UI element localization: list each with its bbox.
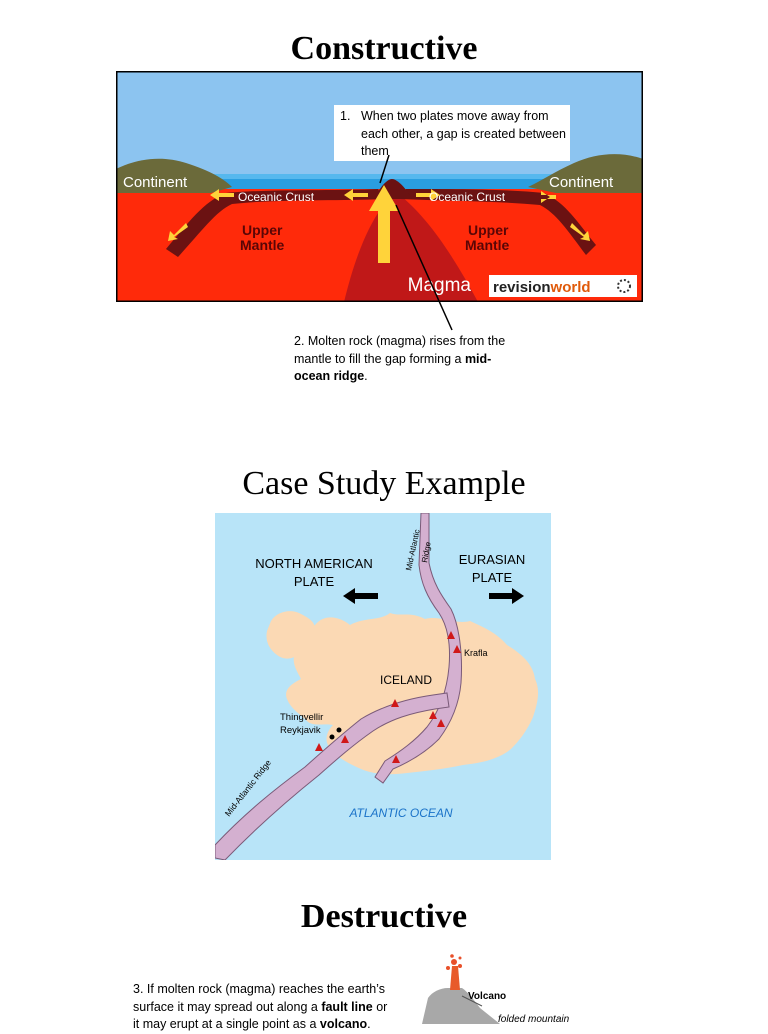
callout-3-line2-end: or <box>372 999 388 1014</box>
oceanic-crust-left <box>166 189 384 257</box>
callout-pointer-lines <box>379 154 453 331</box>
eruption-particle <box>458 956 462 960</box>
callout-3-line3-text: it may erupt at a single point as a <box>133 1017 320 1031</box>
mid-ocean-ridge-term: mid-ocean ridge <box>294 351 492 384</box>
magma-plume <box>344 196 478 302</box>
destructive-diagram: Volcano folded mountain <box>422 954 570 1024</box>
volcano-markers <box>315 631 461 763</box>
iceland-ridge-map: NORTH AMERICAN PLATE EURASIAN PLATE ICEL… <box>215 513 551 860</box>
callout-magma-surface: 3. If molten rock (magma) reaches the ea… <box>133 981 408 1034</box>
north-american-label-2: PLATE <box>294 574 335 589</box>
continent-right-label: Continent <box>549 174 614 191</box>
oceanic-crust-left-label: Oceanic Crust <box>238 190 315 204</box>
volcano-marker <box>429 711 437 719</box>
logo-revision: revision <box>493 279 551 296</box>
westfjords-land <box>266 611 315 659</box>
reykjavik-dot <box>329 734 335 740</box>
north-american-label-1: NORTH AMERICAN <box>255 556 373 571</box>
eruption-particle <box>450 954 454 958</box>
callout-3-line1: 3. If molten rock (magma) reaches the ea… <box>133 982 385 996</box>
ridge-top-label: Ridge <box>420 541 433 564</box>
magma-label: Magma <box>408 275 472 296</box>
arrow-west-icon <box>343 588 378 604</box>
logo-world: world <box>550 279 591 296</box>
thingvellir-label: Thingvellir <box>280 712 323 723</box>
callout-1-number: 1. <box>340 109 351 123</box>
logo-globe-icon <box>617 279 631 293</box>
eurasian-label-1: EURASIAN <box>459 552 525 567</box>
callout-3-line3-end: . <box>367 1017 371 1031</box>
constructive-heading: Constructive <box>290 30 478 67</box>
arrow-left-subduct <box>168 223 188 241</box>
eurasian-label-2: PLATE <box>472 570 513 585</box>
volcano-marker <box>315 743 323 751</box>
upper-mantle-right-line1: Upper <box>468 222 509 238</box>
crust-movement-arrows <box>168 189 590 241</box>
eruption-particle <box>458 964 462 968</box>
arrow-left-crust <box>210 189 234 201</box>
continent-left-shape <box>116 158 232 193</box>
case-study-heading: Case Study Example <box>242 465 526 502</box>
continent-right-shape <box>528 154 643 193</box>
callout-1-text: When two plates move away from each othe… <box>361 109 567 158</box>
ridge-zone-east <box>374 513 462 784</box>
arrow-right-crust <box>541 191 556 203</box>
callout-plates-move-apart: 1. When two plates move away from each o… <box>334 105 570 161</box>
volcano-cone <box>422 988 500 1024</box>
upper-mantle-left-line2: Mantle <box>240 237 285 253</box>
continent-left-label: Continent <box>123 174 188 191</box>
iceland-label: ICELAND <box>380 673 432 687</box>
ocean-surface <box>176 174 583 179</box>
thingvellir-dot <box>336 727 342 733</box>
arrow-left-ridge <box>344 189 368 201</box>
oceanic-crust-right-label: Oceanic Crust <box>429 190 506 204</box>
diagram-border <box>116 71 643 302</box>
callout-3-line2: surface it may spread out along a fault … <box>133 999 408 1017</box>
volcano-term: volcano <box>319 1017 368 1031</box>
callout-3-line3: it may erupt at a single point as a volc… <box>133 1016 408 1034</box>
destructive-heading: Destructive <box>300 898 468 935</box>
magma-up-arrow <box>369 185 399 263</box>
arrow-right-subduct <box>570 223 590 241</box>
upper-mantle-left-line1: Upper <box>242 222 283 238</box>
folded-mountain-pointer <box>461 995 483 1007</box>
oceanic-crust-right <box>400 189 596 255</box>
callout-2-end: . <box>364 369 368 383</box>
volcano-marker <box>341 735 349 743</box>
ridge-zone-southwest <box>215 692 450 860</box>
atlantic-ocean-label: ATLANTIC OCEAN <box>348 806 452 820</box>
volcano-marker <box>391 699 399 707</box>
fault-line-term: fault line <box>321 999 373 1014</box>
eruption-particle <box>446 966 450 970</box>
callout-2-text: 2. Molten rock (magma) rises from the ma… <box>294 334 506 366</box>
volcano-marker <box>453 645 461 653</box>
callout-magma-rises: 2. Molten rock (magma) rises from the ma… <box>294 333 509 386</box>
callout-3-line2-text: surface it may spread out along a <box>133 999 322 1014</box>
volcano-vent <box>450 966 460 990</box>
arrow-east-icon <box>489 588 524 604</box>
volcano-marker <box>447 631 455 639</box>
reykjavik-label: Reykjavik <box>280 725 321 736</box>
krafla-label: Krafla <box>464 648 488 658</box>
upper-mantle-right-line2: Mantle <box>465 237 510 253</box>
folded-mountain-label: folded mountain <box>498 1014 570 1024</box>
volcano-diagram-label: Volcano <box>468 991 506 1002</box>
revisionworld-logo-box <box>489 275 637 297</box>
volcano-marker <box>437 719 445 727</box>
eruption-particle <box>451 959 457 965</box>
volcano-marker <box>392 755 400 763</box>
revisionworld-logo: revisionworld <box>493 279 591 296</box>
volcano-eruption <box>446 954 462 970</box>
callout-2-pointer <box>395 204 453 331</box>
arrow-right-ridge <box>416 189 440 201</box>
callout-1-pointer <box>379 154 390 184</box>
